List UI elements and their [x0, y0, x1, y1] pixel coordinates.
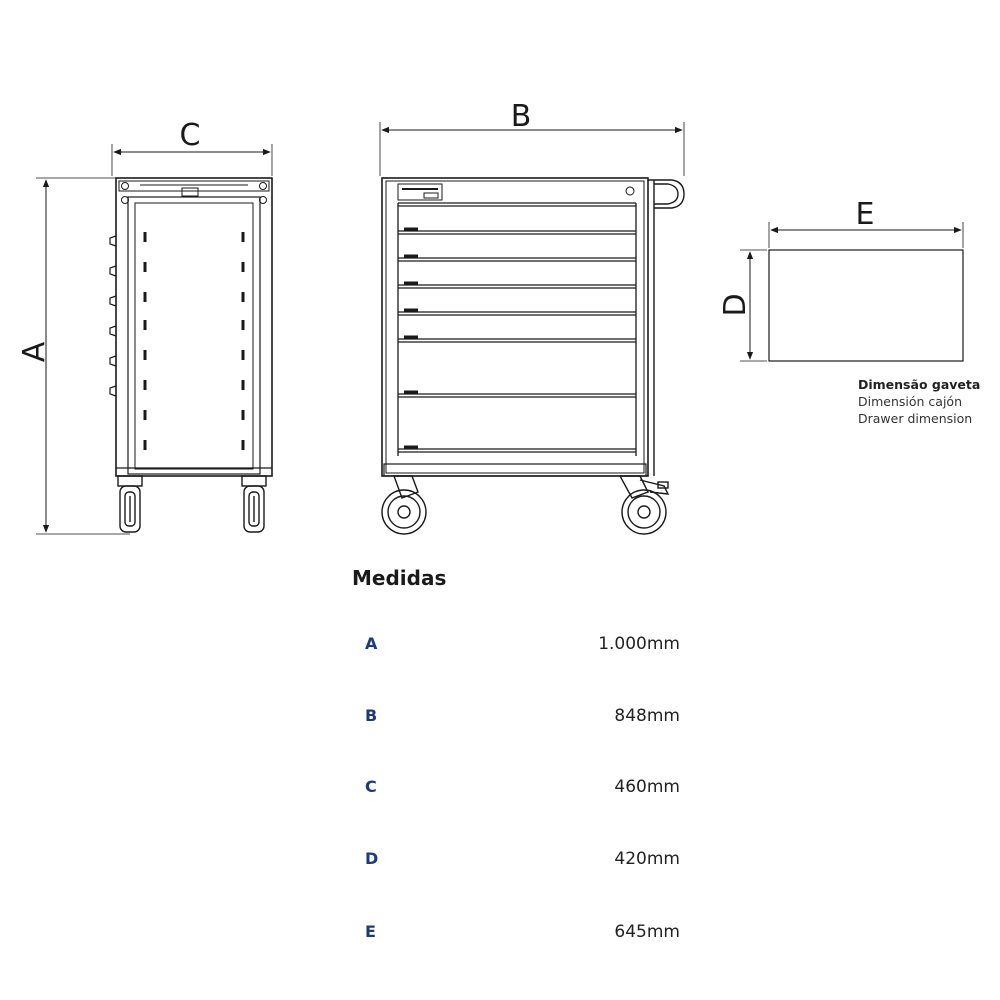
measure-value: 645mm: [614, 922, 680, 942]
measure-row-d: D 420mm: [360, 849, 680, 875]
drawer-dimension-view: [740, 222, 964, 362]
dimension-c-line: [111, 144, 273, 176]
measure-row-b: B 848mm: [360, 706, 680, 732]
measure-key: D: [365, 849, 379, 868]
drawer-rectangle: [768, 249, 964, 362]
front-view-caster-right: [618, 475, 670, 535]
measures-title: Medidas: [352, 566, 447, 590]
caption-portuguese: Dimensão gaveta: [858, 377, 981, 392]
dimension-label-d: D: [718, 293, 753, 316]
drawer-dimension-caption: Dimensão gaveta Dimensión cajón Drawer d…: [858, 376, 980, 427]
side-view-caster-right: [241, 475, 267, 533]
measure-value: 1.000mm: [598, 634, 680, 654]
measure-key: A: [365, 634, 378, 653]
dimension-e-line: [768, 222, 964, 248]
dimension-b-line: [379, 122, 685, 176]
caption-english: Drawer dimension: [858, 411, 973, 426]
dimension-label-c: C: [180, 118, 201, 153]
dimension-label-b: B: [511, 99, 532, 134]
measure-key: E: [365, 922, 376, 941]
measure-row-c: C 460mm: [360, 777, 680, 803]
measure-row-e: E 645mm: [360, 922, 680, 948]
dimension-label-a: A: [17, 341, 52, 362]
measure-value: 848mm: [614, 706, 680, 726]
measure-row-a: A 1.000mm: [360, 634, 680, 660]
dimension-d-line: [740, 249, 767, 362]
dimension-label-e: E: [856, 197, 875, 232]
measure-value: 460mm: [614, 777, 680, 797]
dimension-a-line: [36, 177, 130, 535]
front-view-caster-left: [381, 475, 427, 535]
side-view-caster-left: [117, 475, 143, 533]
front-view: [379, 122, 685, 535]
measure-value: 420mm: [614, 849, 680, 869]
side-view: [36, 144, 273, 535]
front-view-side-handle: [648, 179, 685, 476]
measure-key: C: [365, 777, 377, 796]
caption-spanish: Dimensión cajón: [858, 394, 962, 409]
measure-key: B: [365, 706, 378, 725]
